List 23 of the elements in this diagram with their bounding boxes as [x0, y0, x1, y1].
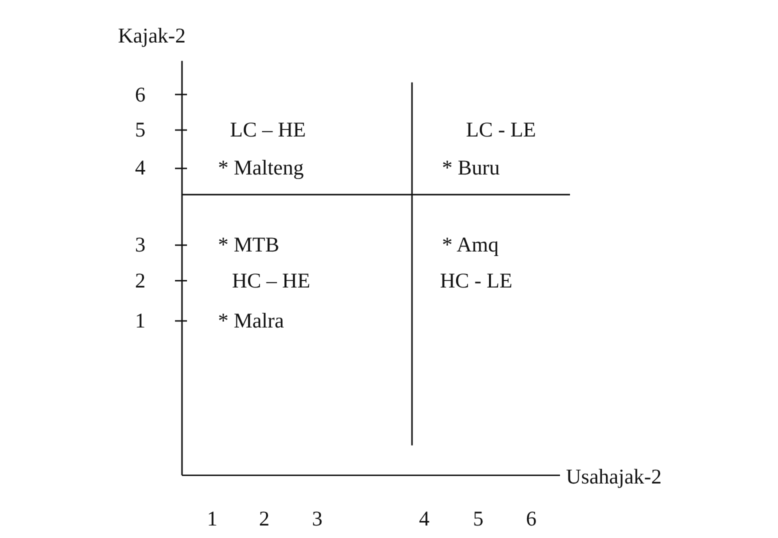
tick-label: 4	[419, 508, 430, 530]
data-point-label: * Amq	[442, 234, 499, 256]
tick-label: 3	[312, 508, 322, 530]
tick-label: 3	[135, 234, 146, 256]
tick-label: 2	[259, 508, 270, 530]
tick-label: 5	[473, 508, 484, 530]
data-point-label: * Malteng	[218, 158, 304, 179]
data-point-label: * MTB	[218, 234, 280, 256]
data-point-label: * Buru	[442, 158, 500, 179]
tick-label: 2	[135, 270, 146, 292]
quadrant-label: HC - LE	[440, 270, 512, 292]
axis-title: Kajak-2	[118, 25, 186, 46]
quadrant-label: LC - LE	[466, 120, 536, 141]
axis-title: Usahajak-2	[566, 466, 662, 488]
tick-label: 6	[526, 508, 536, 530]
tick-label: 6	[135, 84, 146, 105]
tick-label: 1	[135, 310, 146, 332]
data-point-label: * Malra	[218, 310, 284, 332]
quadrant-label: HC – HE	[232, 270, 310, 292]
quadrant-label: LC – HE	[230, 120, 306, 141]
tick-label: 5	[135, 120, 146, 141]
tick-label: 1	[207, 508, 218, 530]
tick-label: 4	[135, 158, 146, 179]
